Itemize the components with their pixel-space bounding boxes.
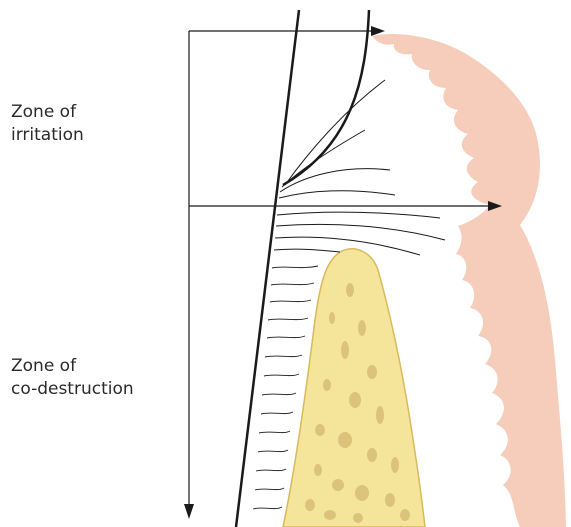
arrow-down-icon bbox=[184, 504, 194, 519]
tooth-root-surface bbox=[236, 10, 299, 527]
alveolar-bone bbox=[283, 249, 425, 527]
gingival-fibers bbox=[274, 80, 445, 255]
zone-of-irritation-label: Zone of irritation bbox=[11, 101, 84, 147]
zone-of-co-destruction-label: Zone of co-destruction bbox=[11, 355, 134, 401]
